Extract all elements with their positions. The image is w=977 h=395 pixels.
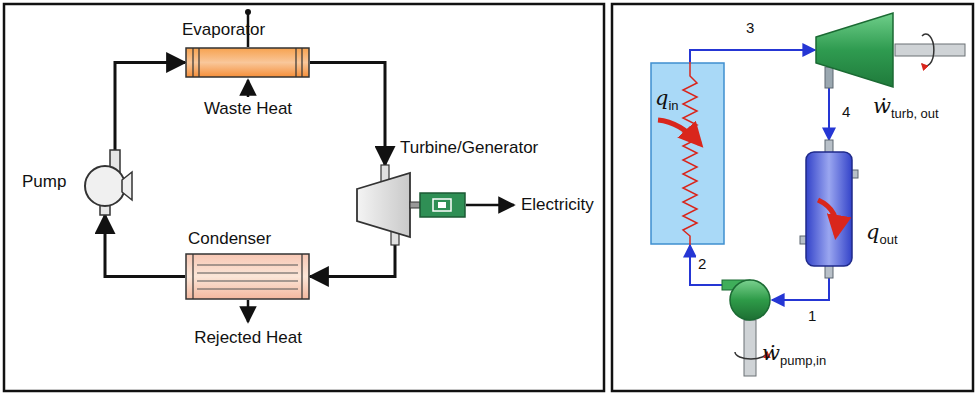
rotation-arrow <box>922 34 934 66</box>
text-group: qin <box>655 86 679 113</box>
right-panel <box>612 4 973 391</box>
rejected-heat-arrow <box>247 300 250 322</box>
flow-pipe <box>310 63 385 166</box>
turbine-body <box>357 173 410 237</box>
pump-nozzle <box>122 172 132 200</box>
turbine-exhaust <box>825 67 833 88</box>
tube-sheet <box>301 48 302 77</box>
tube-sheet <box>192 48 193 77</box>
pump-casing <box>730 280 770 320</box>
turbine-symbol: ẇturb, out <box>815 12 895 88</box>
condenser-tube <box>197 272 298 273</box>
condenser-shell <box>806 152 852 266</box>
flow-pipe <box>828 88 830 140</box>
tube-sheet <box>295 48 296 77</box>
electricity-arrow <box>466 204 514 207</box>
condenser-tube <box>197 280 298 281</box>
generator-icon <box>433 199 451 211</box>
left-panel <box>4 4 604 391</box>
flow-pipe <box>115 63 185 151</box>
subscript-text: turb, out <box>891 106 939 121</box>
exhaust-dot <box>245 9 251 15</box>
heat-arrow <box>658 120 700 144</box>
text-group: Pump <box>22 172 66 192</box>
generator <box>420 193 465 217</box>
flow-pipe <box>690 245 722 285</box>
heat-label: Electricity <box>520 195 595 215</box>
pump-symbol: ẇpump,in <box>722 275 772 322</box>
node-label: Pump <box>22 172 66 191</box>
turbine-shaft <box>895 44 965 56</box>
node-label: Evaporator <box>182 20 265 39</box>
shape-outline <box>80 150 132 215</box>
node-label: ẇ <box>762 341 780 365</box>
text-group: qout <box>866 220 898 247</box>
tube-sheet <box>301 254 302 299</box>
text-group: Condenser <box>188 229 271 249</box>
condenser-box <box>186 254 309 299</box>
shape-outline <box>815 12 895 88</box>
evaporator-box <box>186 48 309 77</box>
state-number: 1 <box>806 308 818 324</box>
node-label: ẇ <box>873 94 891 118</box>
generator-shaft <box>410 202 420 208</box>
waste-heat-arrow <box>247 80 250 97</box>
heat-label: Rejected Heat <box>193 328 303 348</box>
shape-outline <box>800 140 858 278</box>
heat-arrow <box>818 200 837 235</box>
boiler-box <box>651 63 724 244</box>
flow-pipe <box>105 215 185 277</box>
subscript-text: pump,in <box>780 353 826 368</box>
shape-outline <box>185 47 310 78</box>
tube-sheet <box>198 48 199 77</box>
condenser-tube <box>197 264 298 265</box>
generator-icon <box>438 202 446 208</box>
state-number: 2 <box>696 256 708 272</box>
pump-shaft <box>744 320 756 376</box>
node-label: Condenser <box>188 229 271 248</box>
text-group: ẇpump,in <box>762 341 826 368</box>
condenser-box: Condenser <box>185 253 310 300</box>
shape-outline <box>185 253 310 300</box>
flow-pipe <box>310 245 395 277</box>
flow-pipe <box>772 278 829 300</box>
state-number: 4 <box>840 104 852 120</box>
node-label: q <box>655 86 668 110</box>
turbine-generator: Turbine/Generator <box>355 165 470 245</box>
subscript-text: out <box>879 232 897 247</box>
condenser-symbol: qout <box>800 140 858 278</box>
node-label: Turbine/Generator <box>400 138 538 157</box>
evaporator-box: Evaporator <box>185 47 310 78</box>
text-group: Turbine/Generator <box>400 138 538 158</box>
subscript-text: in <box>668 98 678 113</box>
text-group: ẇturb, out <box>873 94 939 121</box>
shape-outline <box>722 275 772 322</box>
state-number: 3 <box>744 20 756 36</box>
shape-outline <box>355 165 470 245</box>
node-label: q <box>866 220 879 244</box>
tube-sheet <box>192 254 193 299</box>
turbine-body <box>816 13 893 87</box>
heating-coil <box>683 62 697 245</box>
pump-casing <box>85 166 125 206</box>
heat-label: Waste Heat <box>203 99 293 119</box>
boiler-box: qin <box>650 62 725 245</box>
pump-symbol: Pump <box>80 150 132 215</box>
text-group: Evaporator <box>182 20 265 40</box>
condenser-tube <box>197 288 298 289</box>
flow-pipe <box>690 50 815 62</box>
